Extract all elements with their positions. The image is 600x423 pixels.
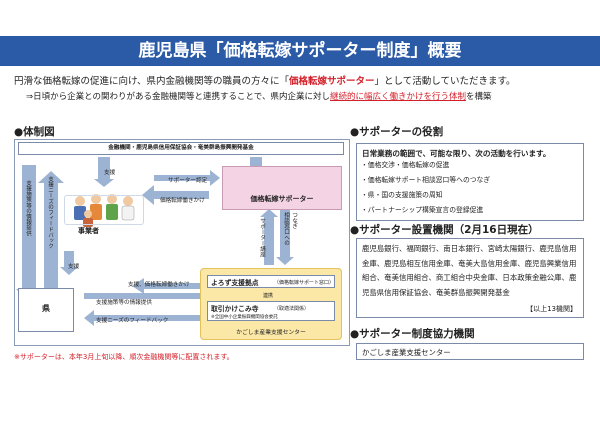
cert-label: サポーター認定 — [168, 178, 208, 184]
business-label: 事業者 — [78, 227, 99, 235]
small-support-arrow — [60, 251, 78, 275]
yorozu-sub: （価格転嫁サポート窓口） — [274, 280, 335, 286]
intro-line-2-pre: ⇒日頃から企業との関わりがある金融機関等と連携することで、県内企業に対し — [26, 92, 330, 102]
supporter-label: 価格転嫁サポーター — [250, 195, 314, 203]
torihiki-label: 取引かけこみ寺 — [211, 305, 259, 313]
footnote: ※サポーターは、本年3月上旬以降、順次金融機関等に配置されます。 — [14, 353, 234, 361]
role-heading: ●サポーターの役割 — [350, 126, 444, 138]
role-item: 県・国の支援施策の周知 — [361, 188, 490, 203]
hatarakikake-label: 価格転嫁働きかけ — [160, 198, 205, 204]
role-list: 価格交渉・価格転嫁の促進 価格転嫁サポート相談窓口等へのつなぎ 県・国の支援施策… — [361, 158, 490, 218]
intro-line-1-post: 」として活動していただきます。 — [374, 76, 516, 87]
coop-box: かごしま産業支援センター — [356, 343, 584, 360]
info-right-arrow — [84, 288, 214, 304]
support-info-label: 支援、価格転嫁働きかけ — [128, 282, 190, 288]
intro-line-1: 円滑な価格転嫁の促進に向け、県内金融機関等の職員の方々に「価格転嫁サポーター」と… — [14, 73, 516, 87]
supporter-box: 価格転嫁サポーター — [222, 166, 342, 210]
needs-feedback-label: 支援ニーズのフィードバック — [96, 318, 169, 324]
prefecture-label: 県 — [42, 304, 50, 313]
left-vertical-label-1: 支援施策等の情報提供 — [25, 180, 31, 236]
center-business-arrow — [132, 278, 210, 294]
top-org-box: 金融機関・鹿児島県信用保証協会・奄美群島振興開発基金 — [18, 142, 344, 155]
torihiki-note: ※全国中小企業振興機関協会委託 — [211, 315, 278, 320]
support-small-label: 支援 — [68, 264, 80, 270]
left-down-arrow — [16, 165, 42, 301]
yorozu-label: よろず支援拠点 — [211, 279, 259, 287]
intro-highlight: 価格転嫁サポーター — [289, 76, 375, 87]
cert-arrow — [154, 170, 220, 186]
support-top-label: 支援 — [104, 170, 116, 176]
renkei-label: 連携 — [263, 293, 274, 299]
feedback-left-arrow — [84, 310, 214, 326]
top-org-label: 金融機関・鹿児島県信用保証協会・奄美群島振興開発基金 — [108, 145, 254, 151]
coop-text: かごしま産業支援センター — [362, 348, 451, 357]
coop-heading: ●サポーター制度協力機関 — [350, 328, 475, 340]
intro-line-2: ⇒日頃から企業との関わりがある金融機関等と連携することで、県内企業に対し継続的に… — [26, 90, 491, 102]
banks-count: 【以上13機関】 — [526, 305, 577, 313]
connect-down-arrow — [276, 209, 294, 265]
role-item: 価格転嫁サポート相談窓口等へのつなぎ — [361, 173, 490, 188]
role-lead: 日常業務の範囲で、可能な限り、次の活動を行います。 — [362, 149, 551, 158]
yorozu-box: よろず支援拠点 （価格転嫁サポート窓口） — [207, 275, 335, 288]
intro-line-2-post: を構築 — [465, 92, 492, 102]
page-title: 鹿児島県「価格転嫁サポーター制度」概要 — [0, 36, 600, 66]
torihiki-box: 取引かけこみ寺 （取適法関係） ※全国中小企業振興機関協会委託 — [207, 301, 335, 321]
center-org-label: かごしま産業支援センター — [236, 330, 306, 336]
tsunagi-label: つなぎ — [291, 212, 297, 229]
connect-label: 相談窓口への — [283, 212, 289, 246]
diagram-heading: ●体制図 — [14, 126, 55, 138]
hatarakikake-arrow — [142, 185, 209, 205]
support-down-arrow — [94, 157, 114, 187]
measure-info-label: 支援施策等の情報提供 — [96, 300, 152, 306]
role-item: 価格交渉・価格転嫁の促進 — [361, 158, 490, 173]
seminar-label: サポーター講座 — [259, 218, 265, 258]
intro-line-2-highlight: 継続的に幅広く働きかけを行う体制 — [329, 92, 466, 102]
role-box: 日常業務の範囲で、可能な限り、次の活動を行います。 価格交渉・価格転嫁の促進 価… — [356, 143, 584, 221]
banks-box: 鹿児島銀行、福岡銀行、南日本銀行、宮崎太陽銀行、鹿児島信用金庫、鹿児島相互信用金… — [356, 238, 584, 318]
torihiki-sub: （取適法関係） — [274, 306, 310, 312]
intro-line-1-pre: 円滑な価格転嫁の促進に向け、県内金融機関等の職員の方々に「 — [14, 76, 290, 87]
left-vertical-label-2: 支援ニーズのフィードバック — [47, 176, 53, 249]
business-area — [64, 195, 144, 225]
banks-list: 鹿児島銀行、福岡銀行、南日本銀行、宮崎太陽銀行、鹿児島信用金庫、鹿児島相互信用金… — [362, 244, 577, 297]
center-area: よろず支援拠点 （価格転嫁サポート窓口） 連携 取引かけこみ寺 （取適法関係） … — [200, 268, 342, 340]
seminar-up-arrow — [260, 209, 278, 265]
role-item: パートナーシップ構築宣言の登録促進 — [361, 203, 490, 218]
prefecture-box: 県 — [18, 288, 74, 332]
left-up-arrow — [38, 171, 64, 307]
banks-heading: ●サポーター設置機関（2月16日現在） — [350, 224, 539, 236]
